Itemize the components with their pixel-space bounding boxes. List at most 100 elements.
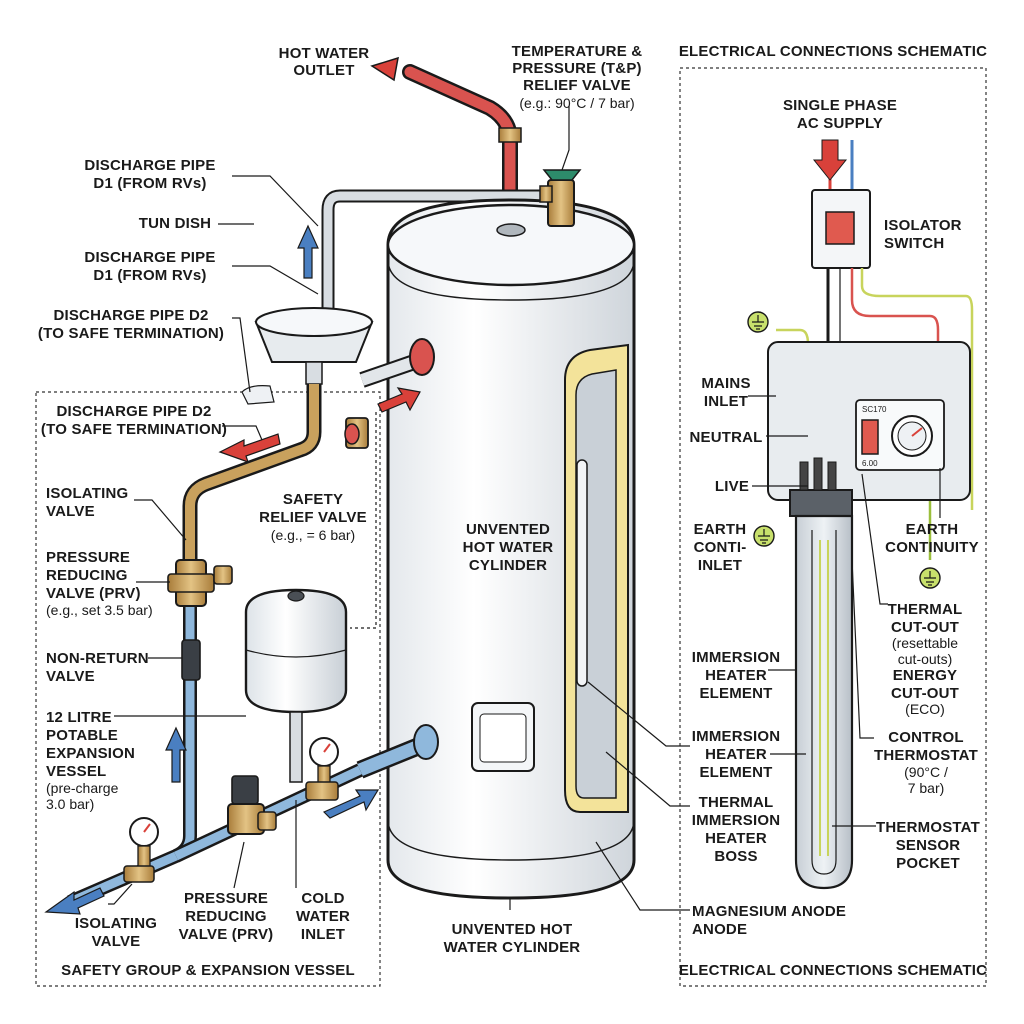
svg-text:OUTLET: OUTLET bbox=[293, 62, 354, 79]
svg-text:POCKET: POCKET bbox=[896, 855, 960, 872]
svg-text:(resettable: (resettable bbox=[892, 635, 958, 651]
earth-symbol-top bbox=[747, 311, 769, 333]
svg-text:WATER: WATER bbox=[296, 908, 350, 925]
label-cylinder-center: UNVENTED HOT WATER CYLINDER bbox=[463, 521, 554, 574]
svg-text:DISCHARGE PIPE D2: DISCHARGE PIPE D2 bbox=[56, 403, 211, 420]
earth-symbol-left bbox=[753, 525, 775, 547]
discharge-pipe-d1 bbox=[321, 189, 548, 318]
svg-text:PRESSURE: PRESSURE bbox=[184, 890, 268, 907]
svg-text:THERMOSTAT: THERMOSTAT bbox=[876, 819, 980, 836]
svg-text:EARTH: EARTH bbox=[906, 521, 959, 538]
svg-text:TEMPERATURE &: TEMPERATURE & bbox=[512, 43, 643, 60]
label-expansion-vessel: 12 LITRE POTABLE EXPANSION VESSEL (pre-c… bbox=[46, 709, 135, 812]
leader-lines bbox=[108, 106, 941, 911]
svg-text:THERMAL: THERMAL bbox=[888, 601, 963, 618]
svg-text:IMMERSION: IMMERSION bbox=[692, 728, 780, 745]
svg-text:DISCHARGE PIPE: DISCHARGE PIPE bbox=[84, 249, 215, 266]
label-single-phase: SINGLE PHASE AC SUPPLY bbox=[783, 97, 897, 132]
label-isolating-valve-bottom: ISOLATING VALVE bbox=[75, 915, 157, 950]
discharge-pipe-d2 bbox=[182, 384, 322, 560]
svg-text:(TO SAFE TERMINATION): (TO SAFE TERMINATION) bbox=[41, 421, 227, 438]
svg-text:HEATER: HEATER bbox=[705, 667, 767, 684]
label-non-return-valve: NON-RETURN VALVE bbox=[46, 650, 149, 685]
svg-text:CYLINDER: CYLINDER bbox=[469, 557, 547, 574]
svg-text:AC SUPPLY: AC SUPPLY bbox=[797, 115, 883, 132]
svg-text:(pre-charge: (pre-charge bbox=[46, 780, 119, 796]
svg-text:3.0 bar): 3.0 bar) bbox=[46, 796, 94, 812]
svg-text:ISOLATING: ISOLATING bbox=[46, 485, 128, 502]
svg-text:CUT-OUT: CUT-OUT bbox=[891, 685, 959, 702]
svg-text:(e.g., set 3.5 bar): (e.g., set 3.5 bar) bbox=[46, 602, 153, 618]
cylinder-cutaway bbox=[564, 343, 629, 813]
svg-text:DISCHARGE PIPE D2: DISCHARGE PIPE D2 bbox=[53, 307, 208, 324]
label-thermostat-pocket: THERMOSTAT SENSOR POCKET bbox=[876, 819, 980, 872]
svg-text:IMMERSION: IMMERSION bbox=[692, 812, 780, 829]
svg-text:HOT WATER: HOT WATER bbox=[463, 539, 554, 556]
svg-text:RELIEF VALVE: RELIEF VALVE bbox=[259, 509, 367, 526]
label-immersion-1: IMMERSION HEATER ELEMENT bbox=[692, 649, 780, 702]
svg-text:COLD: COLD bbox=[301, 890, 344, 907]
svg-text:cut-outs): cut-outs) bbox=[898, 651, 952, 667]
svg-text:IMMERSION: IMMERSION bbox=[692, 649, 780, 666]
svg-text:HOT WATER: HOT WATER bbox=[279, 45, 370, 62]
svg-text:SAFETY: SAFETY bbox=[283, 491, 343, 508]
svg-text:VALVE (PRV): VALVE (PRV) bbox=[46, 585, 141, 602]
label-live: LIVE bbox=[715, 478, 749, 495]
label-discharge-d2-b: DISCHARGE PIPE D2 (TO SAFE TERMINATION) bbox=[41, 403, 227, 438]
label-earth-conti-inlet: EARTH CONTI- INLET bbox=[694, 521, 747, 574]
hot-water-outlet-pipe bbox=[402, 64, 522, 236]
svg-text:ISOLATOR: ISOLATOR bbox=[884, 217, 962, 234]
safety-group-box bbox=[35, 391, 381, 987]
svg-text:HEATER: HEATER bbox=[705, 830, 767, 847]
prv-top bbox=[167, 559, 233, 607]
svg-text:CUT-OUT: CUT-OUT bbox=[891, 619, 959, 636]
non-return-valve bbox=[181, 639, 201, 681]
immersion-heater bbox=[789, 457, 854, 890]
label-earth-continuity: EARTH CONTINUITY bbox=[885, 521, 979, 556]
svg-text:PRESSURE: PRESSURE bbox=[46, 549, 130, 566]
label-tp-relief-valve: TEMPERATURE & PRESSURE (T&P) RELIEF VALV… bbox=[512, 43, 643, 111]
label-discharge-d1-b: DISCHARGE PIPE D1 (FROM RVs) bbox=[84, 249, 215, 284]
svg-text:MAINS: MAINS bbox=[701, 375, 750, 392]
pressure-gauge-left bbox=[123, 817, 159, 883]
cold-out-arrow bbox=[44, 887, 105, 915]
svg-text:REDUCING: REDUCING bbox=[46, 567, 128, 584]
label-mains-inlet: MAINS INLET bbox=[701, 375, 750, 410]
cold-inlet-stub bbox=[356, 724, 439, 779]
svg-text:VALVE: VALVE bbox=[46, 668, 95, 685]
svg-text:CONTI-: CONTI- bbox=[694, 539, 747, 556]
label-isolating-valve-top: ISOLATING VALVE bbox=[46, 485, 128, 520]
svg-text:BOSS: BOSS bbox=[714, 848, 757, 865]
label-safety-relief-valve: SAFETY RELIEF VALVE (e.g., = 6 bar) bbox=[259, 491, 367, 543]
hot-outlet-arrow bbox=[370, 56, 399, 82]
pressure-gauge-right bbox=[305, 737, 339, 801]
svg-text:12 LITRE: 12 LITRE bbox=[46, 709, 112, 726]
svg-text:INLET: INLET bbox=[698, 557, 742, 574]
label-tun-dish: TUN DISH bbox=[139, 215, 211, 232]
svg-text:CONTINUITY: CONTINUITY bbox=[885, 539, 979, 556]
label-immersion-2: IMMERSION HEATER ELEMENT bbox=[692, 728, 780, 781]
svg-text:ELEMENT: ELEMENT bbox=[699, 764, 772, 781]
svg-text:CONTROL: CONTROL bbox=[888, 729, 964, 746]
svg-text:THERMOSTAT: THERMOSTAT bbox=[874, 747, 978, 764]
label-discharge-d1-a: DISCHARGE PIPE D1 (FROM RVs) bbox=[84, 157, 215, 192]
device-reading: 6.00 bbox=[862, 459, 878, 468]
svg-text:D1 (FROM RVs): D1 (FROM RVs) bbox=[93, 267, 206, 284]
hot-connection bbox=[359, 338, 435, 388]
svg-text:SENSOR: SENSOR bbox=[896, 837, 961, 854]
svg-text:REDUCING: REDUCING bbox=[185, 908, 267, 925]
label-neutral: NEUTRAL bbox=[689, 429, 762, 446]
d1-up-arrow bbox=[297, 224, 319, 279]
svg-text:(90°C /: (90°C / bbox=[904, 764, 948, 780]
svg-text:INLET: INLET bbox=[301, 926, 345, 943]
svg-text:(ECO): (ECO) bbox=[905, 701, 945, 717]
svg-text:RELIEF VALVE: RELIEF VALVE bbox=[523, 77, 631, 94]
svg-text:ISOLATING: ISOLATING bbox=[75, 915, 157, 932]
svg-text:VALVE (PRV): VALVE (PRV) bbox=[179, 926, 274, 943]
earth-symbol-right bbox=[919, 567, 941, 589]
isolator-switch bbox=[811, 189, 871, 269]
svg-text:EARTH: EARTH bbox=[694, 521, 747, 538]
title-electrical-bottom: ELECTRICAL CONNECTIONS SCHEMATIC bbox=[679, 962, 987, 979]
svg-text:ENERGY: ENERGY bbox=[893, 667, 958, 684]
